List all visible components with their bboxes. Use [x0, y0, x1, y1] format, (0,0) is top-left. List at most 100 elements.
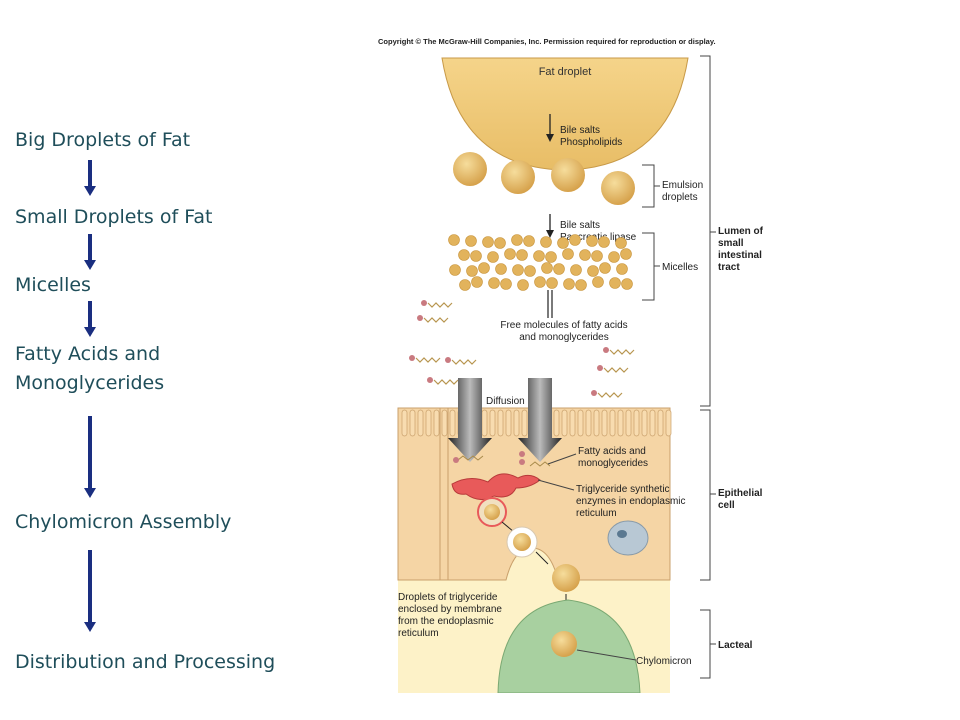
- free-molecules-label-2: and monoglycerides: [519, 332, 609, 343]
- fatty-acid-chain: [427, 302, 453, 308]
- glycerol-head: [591, 390, 597, 396]
- glycerol-head: [597, 365, 603, 371]
- leader-line: [537, 479, 575, 491]
- micelle: [471, 276, 483, 288]
- fatty-acids-label-1: Fatty acids and: [578, 446, 646, 457]
- microvillus: [497, 409, 504, 437]
- step-big-droplets: Big Droplets of Fat: [15, 129, 191, 151]
- microvillus: [521, 409, 528, 437]
- copyright-text: Copyright © The McGraw-Hill Companies, I…: [378, 37, 716, 46]
- micelle: [494, 237, 506, 249]
- microvillus: [561, 409, 568, 437]
- micelle: [615, 237, 627, 249]
- microvillus: [665, 409, 672, 437]
- lacteal-bracket: [700, 609, 716, 679]
- down-arrow-icon: [84, 160, 96, 196]
- process-arrow: [535, 551, 549, 565]
- micelle: [569, 234, 581, 246]
- micelle: [591, 250, 603, 262]
- chylomicron-label: Chylomicron: [636, 656, 692, 667]
- micelle: [621, 278, 633, 290]
- micelle: [608, 251, 620, 263]
- micelle: [524, 265, 536, 277]
- emulsion-label-1: Emulsion: [662, 180, 703, 191]
- glycerol-head: [409, 355, 415, 361]
- fat-droplet-label: Fat droplet: [539, 66, 592, 78]
- fatty-acid-chain: [597, 392, 623, 398]
- chylomicron: [551, 631, 577, 657]
- glycerol-head: [417, 315, 423, 321]
- lumen-bracket: [700, 55, 716, 407]
- fatty-acid-chain: [609, 349, 635, 355]
- nucleolus: [617, 530, 627, 538]
- emulsion-bracket: [642, 164, 660, 208]
- micelle: [557, 237, 569, 249]
- fatty-acid-chain: [415, 357, 441, 363]
- step-distribution: Distribution and Processing: [15, 651, 276, 673]
- microvillus: [441, 409, 448, 437]
- microvillus: [481, 409, 488, 437]
- fatty-acid-chain: [451, 359, 477, 365]
- fatty-acid-chain: [433, 379, 459, 385]
- step-chylomicron-assembly: Chylomicron Assembly: [15, 511, 232, 533]
- micelle: [545, 251, 557, 263]
- lumen-label-4: tract: [718, 262, 740, 273]
- micelles-bracket: [642, 232, 660, 301]
- emulsion-label-2: droplets: [662, 192, 698, 203]
- micelle: [488, 277, 500, 289]
- emulsion-droplet: [601, 171, 635, 205]
- micelle: [512, 264, 524, 276]
- pancreatic-lipase-label: Pancreatic lipase: [560, 232, 637, 243]
- step-monoglycerides: Monoglycerides: [15, 372, 165, 394]
- micelle: [533, 250, 545, 262]
- epithelial-label-2: cell: [718, 500, 735, 511]
- microvillus: [649, 409, 656, 437]
- micelle: [495, 263, 507, 275]
- micelle: [620, 248, 632, 260]
- micelle: [470, 250, 482, 262]
- micelle: [449, 264, 461, 276]
- fatty-acid-chain: [457, 455, 484, 461]
- droplets-label-3: from the endoplasmic: [398, 616, 494, 627]
- micelle: [504, 248, 516, 260]
- micelle: [478, 262, 490, 274]
- micelle: [616, 263, 628, 275]
- diffusion-arrow: [448, 378, 492, 462]
- tg-enzymes-label-3: reticulum: [576, 508, 617, 519]
- micelle: [458, 249, 470, 261]
- fatty-acid-chain: [529, 461, 551, 467]
- glycerol-head: [519, 459, 525, 465]
- down-arrow-icon: [84, 301, 96, 337]
- fatty-acids-label-2: monoglycerides: [578, 458, 648, 469]
- microvillus: [401, 409, 408, 437]
- micelles-cluster: [448, 234, 633, 291]
- epithelial-label-1: Epithelial: [718, 488, 763, 499]
- microvillus: [553, 409, 560, 437]
- microvillus: [489, 409, 496, 437]
- droplets-label-1: Droplets of triglyceride: [398, 592, 498, 603]
- microvillus: [577, 409, 584, 437]
- step-fatty-acids: Fatty Acids and: [15, 343, 161, 365]
- emulsion-droplet: [453, 152, 487, 186]
- down-arrow-icon: [84, 550, 96, 632]
- micelle: [587, 265, 599, 277]
- micelle: [575, 279, 587, 291]
- lumen-label-3: intestinal: [718, 250, 762, 261]
- lacteal-label: Lacteal: [718, 640, 753, 651]
- microvillus: [601, 409, 608, 437]
- microvillus: [449, 409, 456, 437]
- diffusion-label: Diffusion: [486, 396, 525, 407]
- droplets-label-4: reticulum: [398, 628, 439, 639]
- micelle: [487, 251, 499, 263]
- micelle: [482, 236, 494, 248]
- microvillus: [609, 409, 616, 437]
- down-arrow-icon: [84, 416, 96, 498]
- microvillus: [617, 409, 624, 437]
- microvillus: [585, 409, 592, 437]
- glycerol-head: [519, 451, 525, 457]
- microvillus: [513, 409, 520, 437]
- micelle: [592, 276, 604, 288]
- fat-digestion-figure: Copyright © The McGraw-Hill Companies, I…: [378, 37, 764, 693]
- micelle: [466, 265, 478, 277]
- micelle: [465, 235, 477, 247]
